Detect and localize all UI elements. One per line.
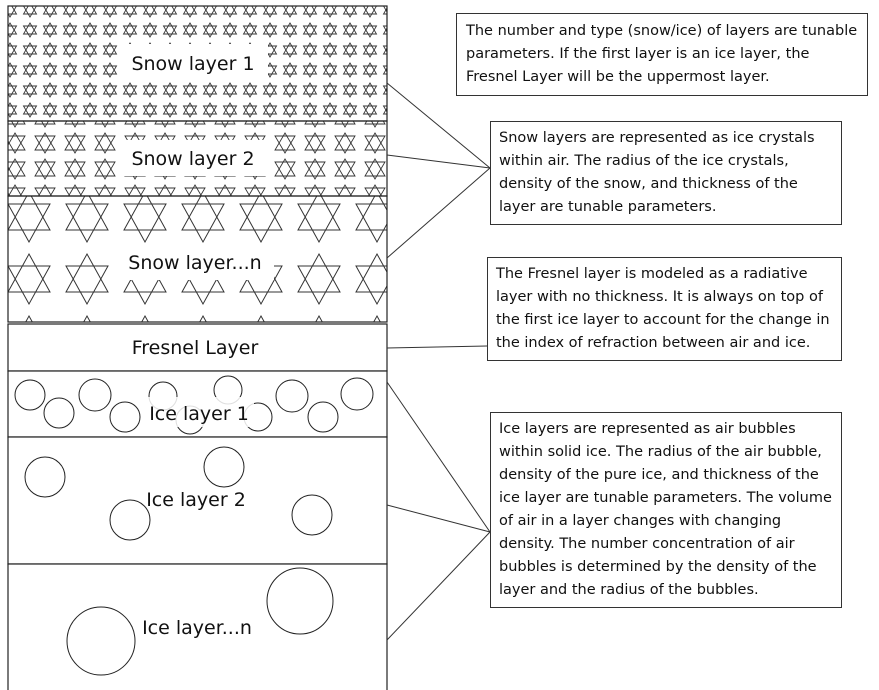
- air-bubble: [307, 401, 339, 433]
- callout-line-ice-2: [386, 504, 491, 533]
- ice-layers-note: Ice layers are represented as air bubble…: [490, 412, 842, 608]
- layers-note: The number and type (snow/ice) of layers…: [456, 13, 868, 96]
- ice-layer-2-label: Ice layer 2: [146, 489, 246, 511]
- air-bubble: [109, 499, 151, 541]
- air-bubble: [275, 379, 309, 413]
- air-bubble: [291, 494, 333, 536]
- ice-layer-1-label-bg: [146, 397, 254, 427]
- callout-line-snow-n: [386, 167, 491, 259]
- fresnel-layer-label: Fresnel Layer: [132, 337, 259, 359]
- ice-layer-n-label: Ice layer...n: [142, 617, 252, 639]
- callout-line-ice-1: [386, 381, 491, 533]
- ice-layer-2-bubbles: [24, 446, 333, 541]
- air-bubble: [203, 446, 245, 488]
- ice-layer-1-label: Ice layer 1: [149, 403, 249, 425]
- snow-layers-note: Snow layers are represented as ice cryst…: [490, 121, 842, 225]
- ice-layer-n-bubbles: [66, 567, 334, 676]
- fresnel-layer-note: The Fresnel layer is modeled as a radiat…: [487, 257, 842, 361]
- callout-lines: [386, 82, 491, 641]
- snow-layer-1-label: Snow layer 1: [131, 53, 254, 75]
- snow-layer-2: [7, 120, 388, 197]
- callout-line-ice-n: [386, 531, 491, 641]
- snow-layer-2-label-bg: [116, 140, 270, 176]
- callout-line-fresnel: [386, 345, 488, 349]
- air-bubble: [78, 378, 112, 412]
- callout-line-snow-1: [386, 82, 491, 169]
- air-bubble: [66, 606, 136, 676]
- snow-layer-n-label-bg: [116, 244, 274, 280]
- snow-layer-1-label-bg: [118, 44, 268, 82]
- air-bubble: [340, 377, 374, 411]
- air-bubble: [109, 401, 141, 433]
- air-bubble: [24, 456, 66, 498]
- snow-layer-2-label: Snow layer 2: [131, 148, 254, 170]
- air-bubble: [14, 379, 46, 411]
- callout-line-snow-2: [386, 154, 491, 169]
- snow-layer-n-label: Snow layer...n: [128, 252, 261, 274]
- air-bubble: [266, 567, 334, 635]
- air-bubble: [43, 397, 75, 429]
